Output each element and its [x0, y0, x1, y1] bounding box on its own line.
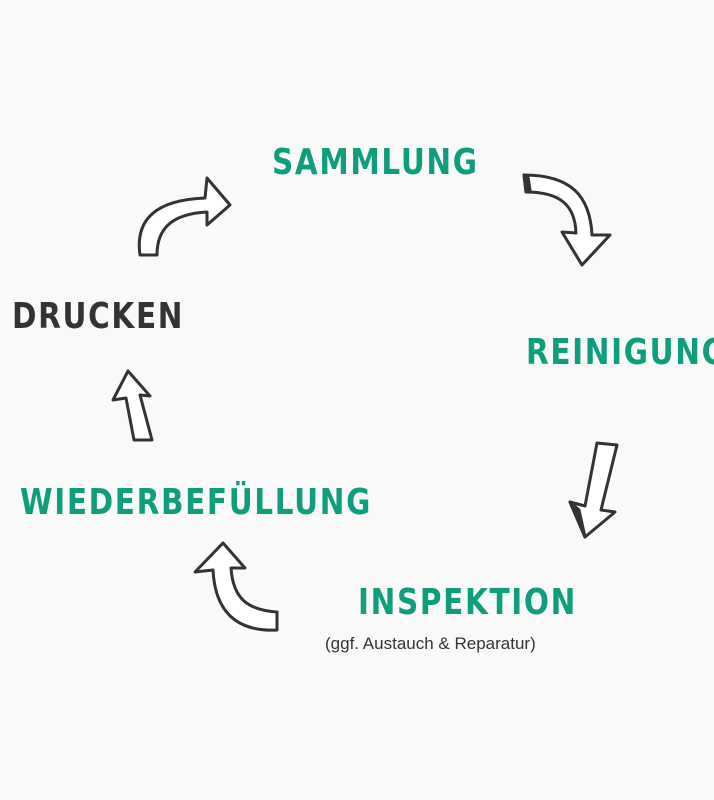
- inspection-note: (ggf. Austauch & Reparatur): [325, 634, 536, 653]
- step-collection: SAMMLUNG: [272, 142, 479, 183]
- up-arrow-icon: [111, 369, 154, 442]
- step-refilling: WIEDERBEFÜLLUNG: [20, 482, 372, 523]
- curved-arrow-icon: [193, 541, 279, 632]
- step-printing: DRUCKEN: [12, 296, 185, 337]
- step-inspection: INSPEKTION: [358, 582, 577, 623]
- down-arrow-icon: [568, 441, 619, 539]
- curved-arrow-icon: [522, 173, 612, 267]
- curved-arrow-icon: [137, 176, 232, 257]
- step-cleaning: REINIGUNG: [526, 332, 714, 373]
